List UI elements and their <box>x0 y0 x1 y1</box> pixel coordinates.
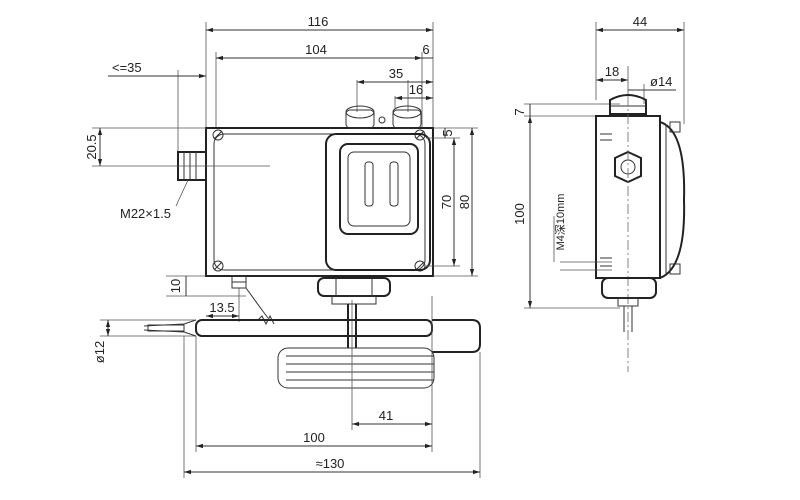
top-knobs <box>345 105 422 129</box>
front-view: 116 104 6 35 16 <=35 <box>84 14 481 478</box>
side-cover-bulge <box>659 121 686 279</box>
dim-cable-projection: <=35 <box>112 60 142 75</box>
side-view: 44 18 ø14 7 100 <box>512 14 686 372</box>
dial-frame <box>339 143 419 235</box>
knob-window-frame <box>325 133 431 271</box>
corner-screws <box>212 129 426 272</box>
dim-top-5: 5 <box>440 129 455 136</box>
bottom-nut <box>317 277 391 348</box>
side-bottom-fitting <box>601 277 657 332</box>
housing-cover <box>213 133 426 271</box>
dial-slot-left <box>364 161 374 207</box>
dim-cable-height: 20.5 <box>84 134 99 159</box>
dial-inner <box>347 151 411 227</box>
dim-height-70: 70 <box>439 195 454 209</box>
dim-top-7: 7 <box>512 108 527 115</box>
thread-leader <box>175 179 189 207</box>
dim-offset-right: 6 <box>422 42 429 57</box>
dim-knob-18: 18 <box>605 64 619 79</box>
break-mark <box>257 314 275 326</box>
dial-slot-right <box>389 161 399 207</box>
dim-bulb-dia: ø12 <box>92 341 107 363</box>
dim-overall-width: 116 <box>308 14 329 29</box>
capillary-leader <box>245 287 269 319</box>
sensor-bulb <box>100 319 481 353</box>
dim-knob-small: 16 <box>409 82 423 97</box>
dim-span-100: 100 <box>303 430 325 445</box>
dim-height-100: 100 <box>512 203 527 225</box>
dim-span-41: 41 <box>379 408 393 423</box>
capillary-coil <box>277 347 435 389</box>
dim-knob-dia: ø14 <box>650 74 672 89</box>
mount-marks <box>600 133 612 267</box>
housing-outline <box>205 127 434 277</box>
dim-bottom-10: 10 <box>168 279 183 293</box>
dim-knob-span: 35 <box>389 66 403 81</box>
dim-height-80: 80 <box>457 195 472 209</box>
thread-label: M22×1.5 <box>120 206 171 221</box>
dim-width-44: 44 <box>633 14 647 29</box>
bottom-screw <box>231 275 247 289</box>
dim-screw-13-5: 13.5 <box>209 300 234 315</box>
dim-inner-width: 104 <box>305 42 327 57</box>
mount-thread-label: M4深10mm <box>554 194 567 251</box>
dim-overall-130: ≈130 <box>316 456 345 471</box>
